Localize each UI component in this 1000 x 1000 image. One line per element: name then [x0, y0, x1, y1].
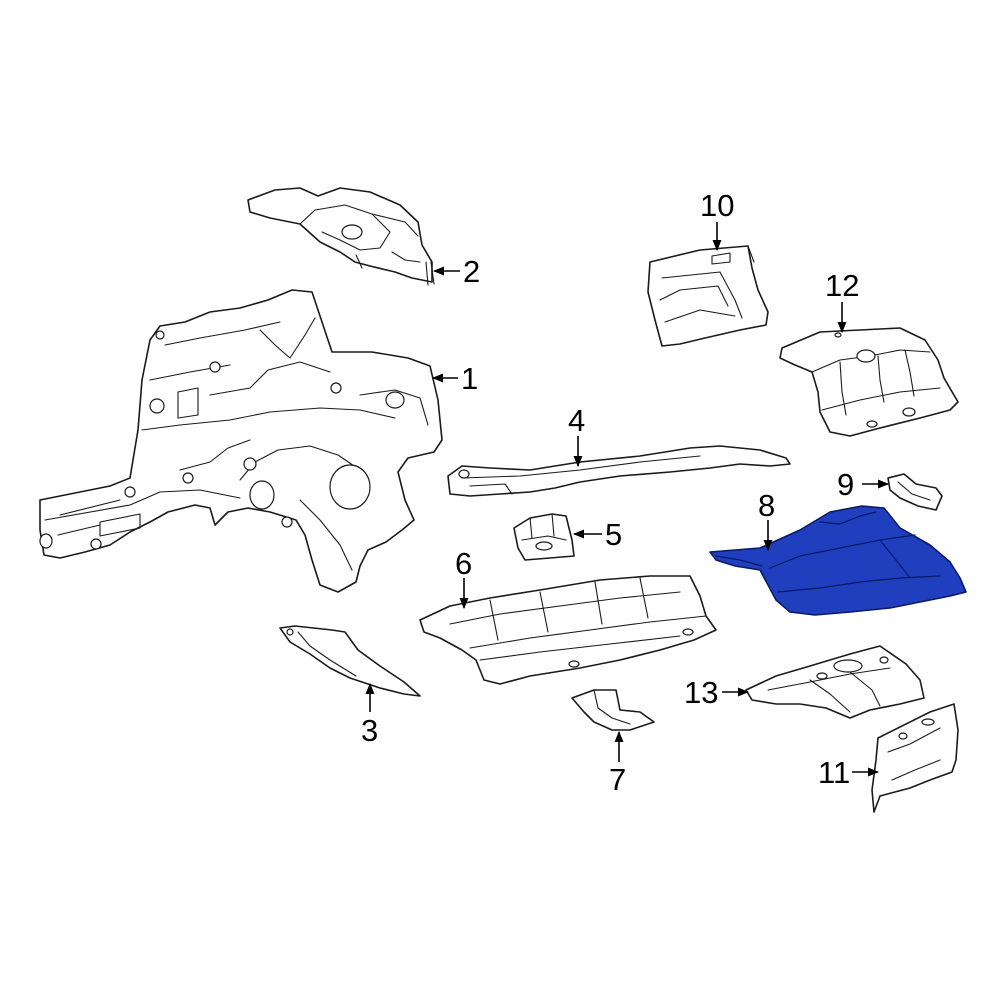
part-12-tunnel-panel[interactable]	[779, 327, 959, 437]
callout-11: 11	[818, 755, 850, 790]
part-7-bracket[interactable]	[571, 689, 655, 731]
callout-8: 8	[758, 488, 775, 523]
part-6-floor-pan[interactable]	[419, 575, 717, 685]
callout-13: 13	[684, 675, 718, 710]
callout-10: 10	[700, 188, 734, 223]
callout-5: 5	[605, 517, 622, 552]
part-8-highlighted-panel[interactable]	[709, 505, 967, 616]
leader-lines	[365, 222, 890, 777]
part-11-rear-plate[interactable]	[871, 703, 959, 813]
part-8-fill	[709, 505, 967, 616]
part-5-mount[interactable]	[513, 513, 575, 561]
part-3-brace[interactable]	[279, 625, 421, 697]
callout-9: 9	[837, 467, 854, 502]
callout-numbers: 1 2 3 4 5 6 7 8 9 10 11 12 13	[361, 188, 859, 797]
part-13-rear-panel[interactable]	[745, 645, 925, 719]
part-9-clip[interactable]	[887, 473, 943, 511]
part-4-rail[interactable]	[447, 445, 791, 497]
part-1-side-panel[interactable]	[39, 289, 443, 593]
callout-1: 1	[461, 361, 478, 396]
callout-12: 12	[825, 268, 859, 303]
callout-2: 2	[463, 254, 480, 289]
callout-4: 4	[568, 403, 585, 438]
callout-7: 7	[609, 762, 626, 797]
callout-6: 6	[455, 546, 472, 581]
part-2-bracket[interactable]	[247, 187, 435, 286]
part-10-bracket[interactable]	[647, 245, 769, 347]
callout-3: 3	[361, 713, 378, 748]
